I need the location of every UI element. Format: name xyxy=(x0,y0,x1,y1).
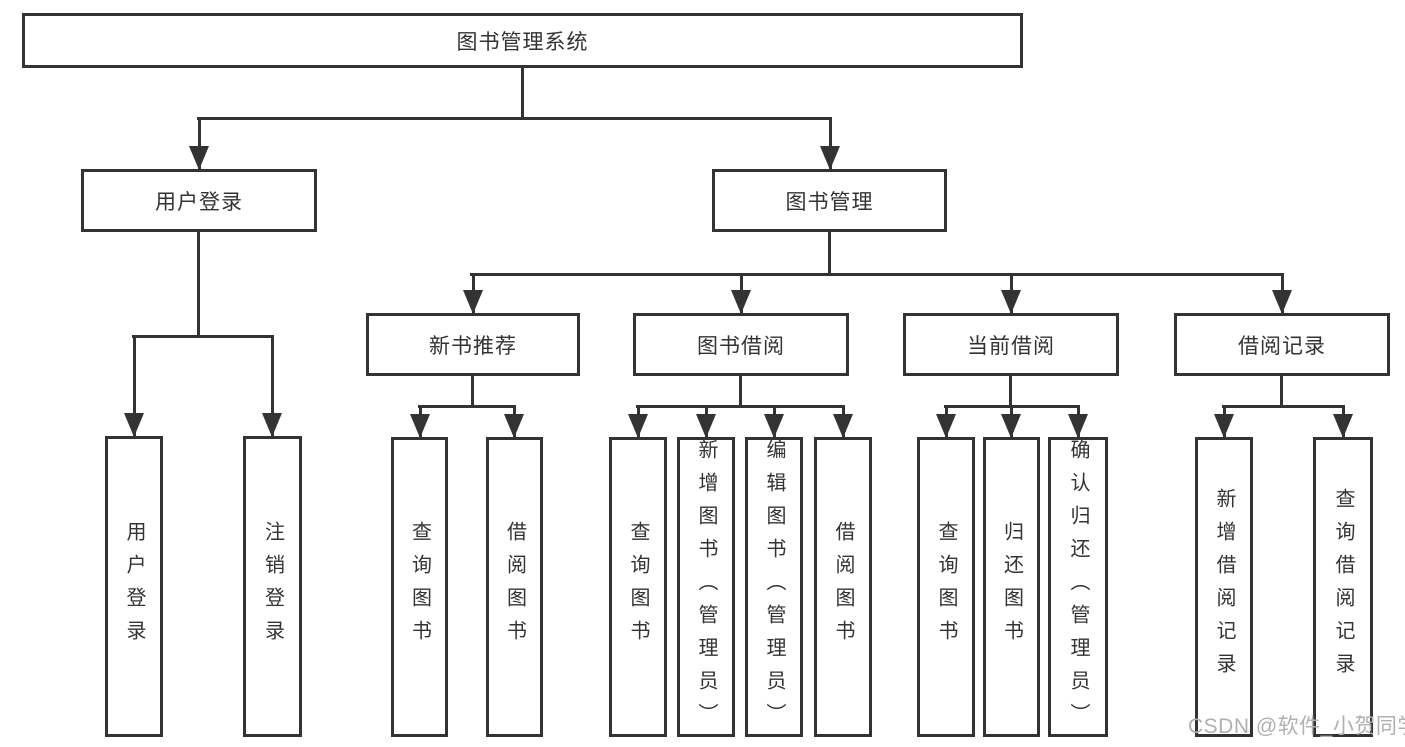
node-new-book-recommendation-label: 新书推荐 xyxy=(429,334,517,358)
leaf-user-login: 用户登录 xyxy=(105,436,163,737)
node-new-book-recommendation: 新书推荐 xyxy=(366,313,580,376)
node-borrowing-records: 借阅记录 xyxy=(1174,313,1390,376)
leaf-add-borrow-record: 新增借阅记录 xyxy=(1195,437,1253,737)
arrow-down-icon xyxy=(1001,405,1021,438)
leaf-borrow-books-2-label: 借阅图书 xyxy=(832,521,854,653)
arrow-down-icon xyxy=(936,405,956,438)
node-book-management-label: 图书管理 xyxy=(785,190,874,214)
arrow-down-icon xyxy=(696,405,716,438)
connector-line xyxy=(471,376,474,405)
leaf-confirm-return-admin: 确认归还（管理员） xyxy=(1048,437,1108,737)
connector-line xyxy=(197,232,200,335)
leaf-add-borrow-record-label: 新增借阅记录 xyxy=(1213,488,1235,686)
leaf-query-borrow-record-label: 查询借阅记录 xyxy=(1332,488,1354,686)
arrow-down-icon xyxy=(124,335,144,437)
leaf-confirm-return-admin-label: 确认归还（管理员） xyxy=(1067,438,1089,736)
csdn-watermark: CSDN @软件_小贺同学 xyxy=(1188,715,1405,738)
node-borrowing-records-label: 借阅记录 xyxy=(1238,334,1326,358)
node-root: 图书管理系统 xyxy=(22,13,1023,68)
arrow-down-icon xyxy=(764,405,784,438)
connector-line xyxy=(418,405,516,408)
connector-line xyxy=(1009,376,1012,405)
arrow-down-icon xyxy=(1214,405,1234,438)
leaf-query-books-2-label: 查询图书 xyxy=(627,521,649,653)
leaf-return-books-label: 归还图书 xyxy=(1000,521,1023,653)
leaf-query-borrow-record: 查询借阅记录 xyxy=(1313,437,1373,737)
arrow-down-icon xyxy=(504,405,524,438)
connector-line xyxy=(470,273,1283,276)
node-user-login: 用户登录 xyxy=(81,169,317,232)
node-book-borrowing-label: 图书借阅 xyxy=(697,334,785,358)
arrow-down-icon xyxy=(189,117,209,170)
node-book-borrowing: 图书借阅 xyxy=(633,313,849,376)
leaf-query-books-3-label: 查询图书 xyxy=(935,521,957,653)
connector-line xyxy=(132,335,274,338)
leaf-edit-books-admin: 编辑图书（管理员） xyxy=(745,437,803,737)
arrow-down-icon xyxy=(262,335,282,437)
connector-line xyxy=(1280,376,1283,405)
leaf-return-books: 归还图书 xyxy=(983,437,1040,737)
node-current-borrowing: 当前借阅 xyxy=(903,313,1119,376)
leaf-edit-books-admin-label: 编辑图书（管理员） xyxy=(763,438,785,736)
node-current-borrowing-label: 当前借阅 xyxy=(967,334,1055,358)
connector-line xyxy=(636,405,845,408)
leaf-add-books-admin-label: 新增图书（管理员） xyxy=(695,438,717,736)
leaf-borrow-books-1-label: 借阅图书 xyxy=(503,521,526,653)
leaf-logout-label: 注销登录 xyxy=(261,520,284,653)
arrow-down-icon xyxy=(628,405,648,438)
leaf-user-login-label: 用户登录 xyxy=(123,520,145,653)
leaf-query-books-1: 查询图书 xyxy=(391,437,448,737)
arrow-down-icon xyxy=(833,405,853,438)
leaf-query-books-2: 查询图书 xyxy=(609,437,667,737)
connector-line xyxy=(197,117,831,120)
arrow-down-icon xyxy=(820,117,840,170)
arrow-down-icon xyxy=(1272,273,1292,314)
leaf-logout: 注销登录 xyxy=(243,436,302,737)
leaf-borrow-books-2: 借阅图书 xyxy=(814,437,872,737)
connector-line xyxy=(739,376,742,405)
leaf-add-books-admin: 新增图书（管理员） xyxy=(677,437,735,737)
connector-line xyxy=(1222,405,1345,408)
arrow-down-icon xyxy=(410,405,430,438)
leaf-query-books-3: 查询图书 xyxy=(917,437,975,737)
connector-line xyxy=(828,232,831,273)
node-user-login-label: 用户登录 xyxy=(155,190,243,214)
arrow-down-icon xyxy=(731,273,751,314)
node-book-management: 图书管理 xyxy=(712,169,947,232)
leaf-query-books-1-label: 查询图书 xyxy=(408,521,431,653)
node-root-label: 图书管理系统 xyxy=(456,30,589,54)
arrow-down-icon xyxy=(1001,273,1021,314)
connector-line xyxy=(521,68,524,117)
arrow-down-icon xyxy=(1068,405,1088,438)
arrow-down-icon xyxy=(463,273,483,314)
arrow-down-icon xyxy=(1333,405,1353,438)
leaf-borrow-books-1: 借阅图书 xyxy=(486,437,543,737)
